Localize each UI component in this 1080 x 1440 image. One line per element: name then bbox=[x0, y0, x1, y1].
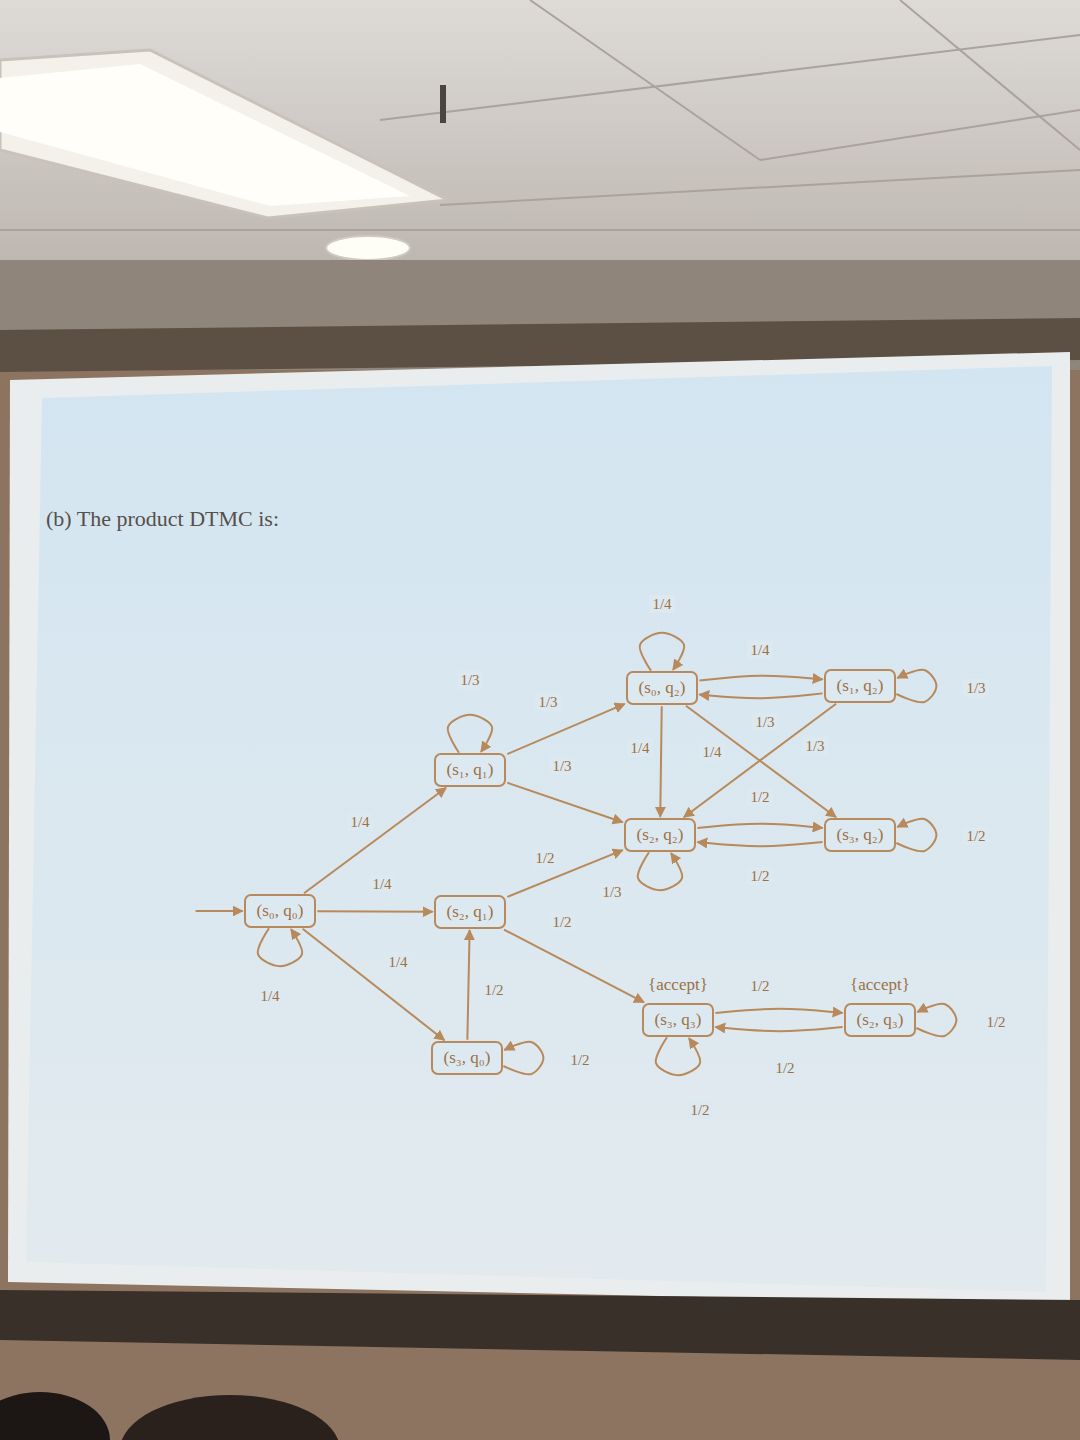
state-box: (s₁, q₁) bbox=[434, 753, 507, 787]
transition-arrow bbox=[699, 676, 822, 681]
transition-arrow bbox=[715, 1027, 842, 1031]
self-loop bbox=[638, 852, 682, 890]
transition-arrow bbox=[467, 930, 469, 1040]
sprinkler bbox=[440, 85, 446, 123]
probability-label: 1/2 bbox=[983, 1013, 1008, 1031]
slide-title: (b) The product DTMC is: bbox=[46, 506, 279, 532]
transition-arrow bbox=[697, 842, 822, 846]
probability-label: 1/2 bbox=[747, 867, 772, 885]
ceiling-light bbox=[0, 64, 410, 206]
state-box: (s₀, q₀) bbox=[244, 894, 317, 928]
probability-label: 1/4 bbox=[385, 953, 410, 971]
probability-label: 1/2 bbox=[687, 1101, 712, 1119]
probability-label: 1/2 bbox=[963, 827, 988, 845]
probability-label: 1/3 bbox=[549, 757, 574, 775]
transition-arrow bbox=[697, 824, 822, 828]
transition-arrow bbox=[507, 704, 624, 754]
grid-line bbox=[760, 110, 1080, 160]
state-label: (s₁, q₂) bbox=[837, 676, 884, 695]
probability-label: 1/4 bbox=[649, 595, 674, 613]
self-loop bbox=[448, 715, 492, 753]
state-label: (s₁, q₁) bbox=[447, 760, 494, 779]
state-box: (s₃, q₂) bbox=[824, 818, 897, 852]
transition-arrow bbox=[317, 910, 432, 913]
probability-label: 1/3 bbox=[963, 679, 988, 697]
state-label: (s₀, q₂) bbox=[639, 678, 686, 697]
transition-arrow bbox=[684, 704, 836, 817]
screen-bottom-bar bbox=[0, 1290, 1080, 1360]
ceiling-light-frame bbox=[0, 50, 448, 218]
state-label: (s₀, q₀) bbox=[257, 901, 304, 920]
state-label: (s₃, q₂) bbox=[837, 825, 884, 844]
probability-label: 1/4 bbox=[699, 743, 724, 761]
state-label: (s₃, q₀) bbox=[444, 1048, 491, 1067]
self-loop bbox=[896, 670, 936, 703]
self-loop bbox=[656, 1037, 700, 1075]
state-box: (s₂, q₁) bbox=[434, 895, 507, 929]
accept-label: {accept} bbox=[646, 975, 710, 995]
probability-label: 1/2 bbox=[772, 1059, 797, 1077]
transition-arrow bbox=[304, 788, 446, 893]
transition-arrow bbox=[686, 706, 836, 817]
state-box: (s₂, q₂) bbox=[624, 818, 697, 852]
self-loop bbox=[640, 633, 684, 671]
transition-arrow bbox=[504, 930, 644, 1003]
state-box: (s₃, q₀) bbox=[431, 1041, 504, 1075]
slide bbox=[26, 366, 1052, 1292]
probability-label: 1/4 bbox=[369, 875, 394, 893]
probability-label: 1/2 bbox=[747, 977, 772, 995]
state-box: {accept}(s₂, q₃) bbox=[844, 1003, 917, 1037]
probability-label: 1/3 bbox=[802, 737, 827, 755]
probability-label: 1/3 bbox=[599, 883, 624, 901]
probability-label: 1/2 bbox=[481, 981, 506, 999]
grid-line bbox=[900, 0, 1080, 150]
grid-line bbox=[530, 0, 760, 160]
self-loop bbox=[258, 928, 302, 966]
probability-label: 1/2 bbox=[747, 788, 772, 806]
probability-label: 1/4 bbox=[257, 987, 282, 1005]
audience-head bbox=[120, 1395, 340, 1440]
probability-label: 1/3 bbox=[535, 693, 560, 711]
accept-label: {accept} bbox=[848, 975, 912, 995]
self-loop bbox=[916, 1004, 956, 1037]
state-box: (s₀, q₂) bbox=[626, 671, 699, 705]
grid-line bbox=[0, 229, 1080, 231]
probability-label: 1/3 bbox=[457, 671, 482, 689]
grid-line bbox=[380, 35, 1080, 120]
transition-arrow bbox=[699, 693, 822, 698]
transition-arrow bbox=[660, 706, 662, 817]
self-loop bbox=[503, 1042, 543, 1075]
probability-label: 1/2 bbox=[532, 849, 557, 867]
spot-light bbox=[326, 236, 410, 260]
state-box: {accept}(s₃, q₃) bbox=[642, 1003, 715, 1037]
state-label: (s₂, q₂) bbox=[637, 825, 684, 844]
transition-arrow bbox=[507, 783, 622, 822]
ceiling-grid bbox=[0, 0, 1080, 230]
probability-label: 1/4 bbox=[747, 641, 772, 659]
probability-label: 1/2 bbox=[567, 1051, 592, 1069]
audience-head bbox=[0, 1392, 110, 1440]
self-loop bbox=[896, 819, 936, 852]
transition-arrow bbox=[303, 929, 445, 1040]
state-label: (s₃, q₃) bbox=[655, 1010, 702, 1029]
state-label: (s₂, q₁) bbox=[447, 902, 494, 921]
state-box: (s₁, q₂) bbox=[824, 669, 897, 703]
ceiling bbox=[0, 0, 1080, 300]
probability-label: 1/2 bbox=[549, 913, 574, 931]
initial-arrow bbox=[196, 910, 243, 912]
probability-label: 1/3 bbox=[752, 713, 777, 731]
transition-arrow bbox=[715, 1009, 842, 1013]
screen bbox=[8, 352, 1070, 1305]
probability-label: 1/4 bbox=[627, 739, 652, 757]
state-label: (s₂, q₃) bbox=[857, 1010, 904, 1029]
grid-line bbox=[440, 170, 1080, 205]
probability-label: 1/4 bbox=[347, 813, 372, 831]
